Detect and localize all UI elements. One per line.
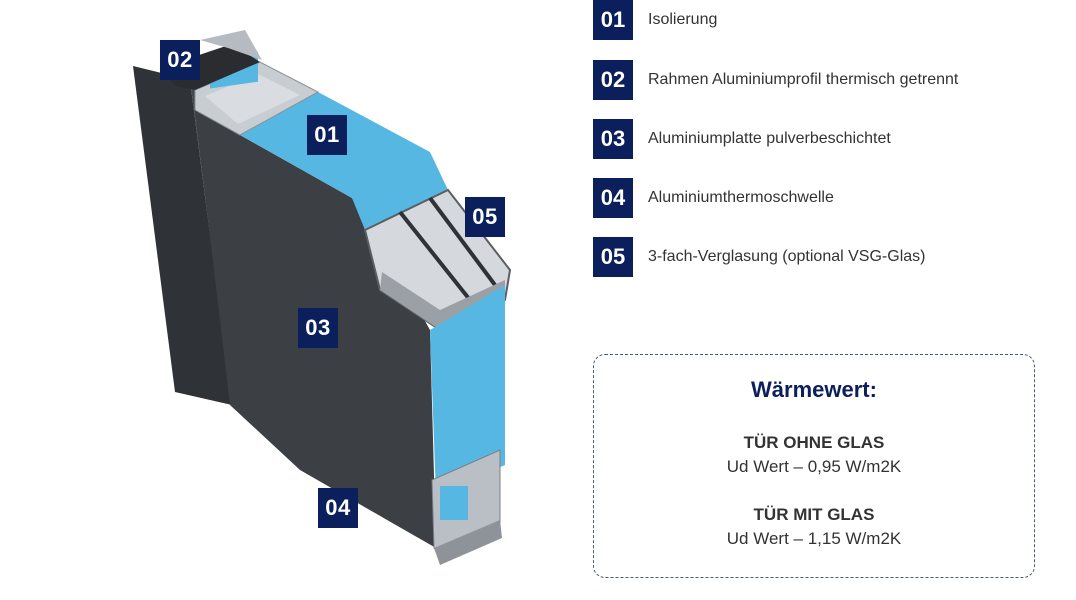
badge-04: 04 [318, 488, 358, 528]
thermal-value-title: Wärmewert: [751, 377, 877, 402]
legend-number: 04 [593, 178, 633, 218]
insulation-top [240, 92, 448, 230]
without-glass-heading: TÜR OHNE GLAS [743, 433, 885, 452]
badge-02: 02 [160, 40, 200, 80]
legend-label: 3-fach-Verglasung (optional VSG-Glas) [648, 248, 926, 265]
legend-number: 01 [593, 0, 633, 40]
top-frame-grey [200, 30, 262, 60]
top-frame-inner [205, 74, 300, 124]
legend-label: Aluminiumplatte pulverbeschichtet [648, 130, 891, 147]
legend-item: 01 Isolierung [593, 0, 717, 40]
badge-03: 03 [298, 308, 338, 348]
legend-number: 05 [593, 237, 633, 277]
threshold-base [434, 520, 502, 565]
legend-number: 02 [593, 60, 633, 100]
insulation-side [430, 285, 505, 495]
without-glass-value: Ud Wert – 0,95 W/m2K [726, 457, 902, 476]
legend-item: 04 Aluminiumthermoschwelle [593, 178, 834, 218]
legend-number: 03 [593, 119, 633, 159]
legend-item: 05 3-fach-Verglasung (optional VSG-Glas) [593, 237, 925, 277]
legend-item: 03 Aluminiumplatte pulverbeschichtet [593, 119, 891, 159]
threshold-blue-core [440, 486, 468, 520]
with-glass-heading: TÜR MIT GLAS [753, 505, 875, 524]
legend-item: 02 Rahmen Aluminiumprofil thermisch getr… [593, 60, 958, 100]
with-glass-value: Ud Wert – 1,15 W/m2K [726, 529, 902, 548]
badge-05: 05 [465, 197, 505, 237]
outer-frame-profile [133, 66, 232, 405]
legend-label: Rahmen Aluminiumprofil thermisch getrenn… [648, 71, 959, 88]
badge-01: 01 [307, 115, 347, 155]
thermal-value-box: Wärmewert: TÜR OHNE GLAS Ud Wert – 0,95 … [593, 354, 1035, 578]
door-profile-drawing [133, 30, 512, 565]
legend-label: Isolierung [648, 11, 718, 28]
door-profile-illustration: 02 01 05 03 04 [133, 30, 512, 565]
legend-label: Aluminiumthermoschwelle [648, 189, 834, 206]
